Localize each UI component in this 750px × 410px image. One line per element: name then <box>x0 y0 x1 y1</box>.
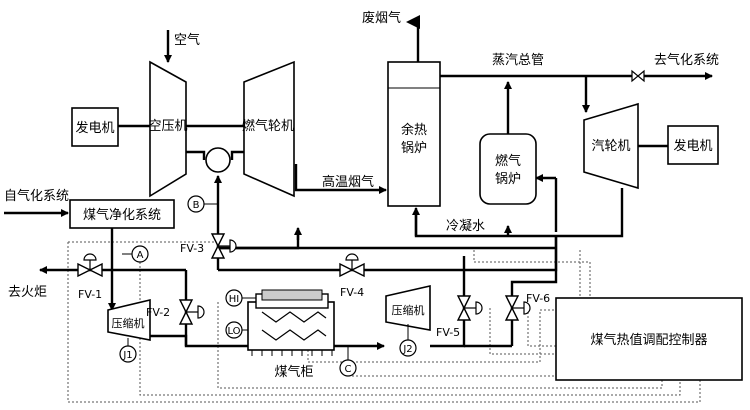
waste-heat-boiler-label-2: 锅炉 <box>401 140 427 156</box>
generator-left-label: 发电机 <box>75 120 114 136</box>
valve-fv1 <box>77 253 103 278</box>
controller-label: 煤气热值调配控制器 <box>590 332 707 348</box>
gas-boiler: 燃气 锅炉 <box>479 133 537 205</box>
fv6-label: FV-6 <box>526 292 550 305</box>
condensate-label: 冷凝水 <box>446 218 485 234</box>
to-flare-label: 去火炬 <box>8 285 47 300</box>
compressor-j1-label: 压缩机 <box>112 316 145 330</box>
generator-right-label: 发电机 <box>673 138 712 154</box>
instrument-a: A <box>122 245 149 263</box>
svg-text:C: C <box>345 364 352 375</box>
svg-text:J1: J1 <box>122 350 132 361</box>
exhaust-label: 废烟气 <box>362 10 401 26</box>
valve-fv3 <box>210 233 237 259</box>
svg-text:B: B <box>193 200 200 211</box>
compressor-j2: 压缩机 <box>385 284 431 331</box>
instrument-lo: LO <box>225 321 248 339</box>
gas-cleaning-system: 煤气净化系统 <box>69 199 175 229</box>
from-gasification-label: 自气化系统 <box>4 188 69 204</box>
instrument-j2: J2 <box>399 324 417 357</box>
compressor-j1: 压缩机 <box>107 298 151 341</box>
svg-text:锅炉: 锅炉 <box>495 171 521 187</box>
gas-holder: 煤气柜 <box>247 289 335 380</box>
generator-right: 发电机 <box>667 125 719 165</box>
steam-header-valve <box>631 69 645 83</box>
combustor-icon <box>205 147 231 173</box>
valve-fv6 <box>504 295 531 321</box>
generator-left: 发电机 <box>71 107 119 147</box>
heat-value-controller: 煤气热值调配控制器 <box>555 297 743 381</box>
high-temp-flue-label: 高温烟气 <box>322 174 374 190</box>
instrument-c: C <box>339 346 357 377</box>
valve-fv4 <box>339 253 365 278</box>
compressor-j2-label: 压缩机 <box>392 303 425 317</box>
gas-holder-label: 煤气柜 <box>274 364 313 380</box>
waste-heat-boiler-label-1: 余热 <box>401 122 427 138</box>
svg-text:HI: HI <box>229 294 239 305</box>
waste-heat-boiler: 余热 锅炉 <box>387 61 441 207</box>
instrument-j1: J1 <box>119 338 137 363</box>
valve-fv5 <box>456 295 483 321</box>
fv5-label: FV-5 <box>436 326 460 339</box>
air-compressor-label: 空压机 <box>148 119 187 134</box>
instrument-hi: HI <box>225 289 256 307</box>
svg-text:燃气: 燃气 <box>495 153 521 169</box>
instrument-b: B <box>187 195 218 213</box>
fv4-label: FV-4 <box>340 286 364 299</box>
steam-turbine-label: 汽轮机 <box>591 139 630 154</box>
to-gasification-label: 去气化系统 <box>654 52 719 68</box>
steam-turbine: 汽轮机 <box>583 102 639 190</box>
gas-turbine-label: 燃气轮机 <box>242 118 294 134</box>
valve-fv2 <box>178 299 205 325</box>
svg-text:J2: J2 <box>402 344 412 355</box>
fv2-label: FV-2 <box>146 306 170 319</box>
gas-turbine: 燃气轮机 <box>242 60 295 198</box>
air-label: 空气 <box>174 32 200 48</box>
gas-cleaning-label: 煤气净化系统 <box>83 207 161 223</box>
fv1-label: FV-1 <box>78 288 102 301</box>
air-compressor: 空压机 <box>148 60 188 198</box>
fv3-label: FV-3 <box>180 242 204 255</box>
steam-header-label: 蒸汽总管 <box>492 53 544 68</box>
svg-text:LO: LO <box>227 326 240 337</box>
svg-text:A: A <box>137 250 144 261</box>
